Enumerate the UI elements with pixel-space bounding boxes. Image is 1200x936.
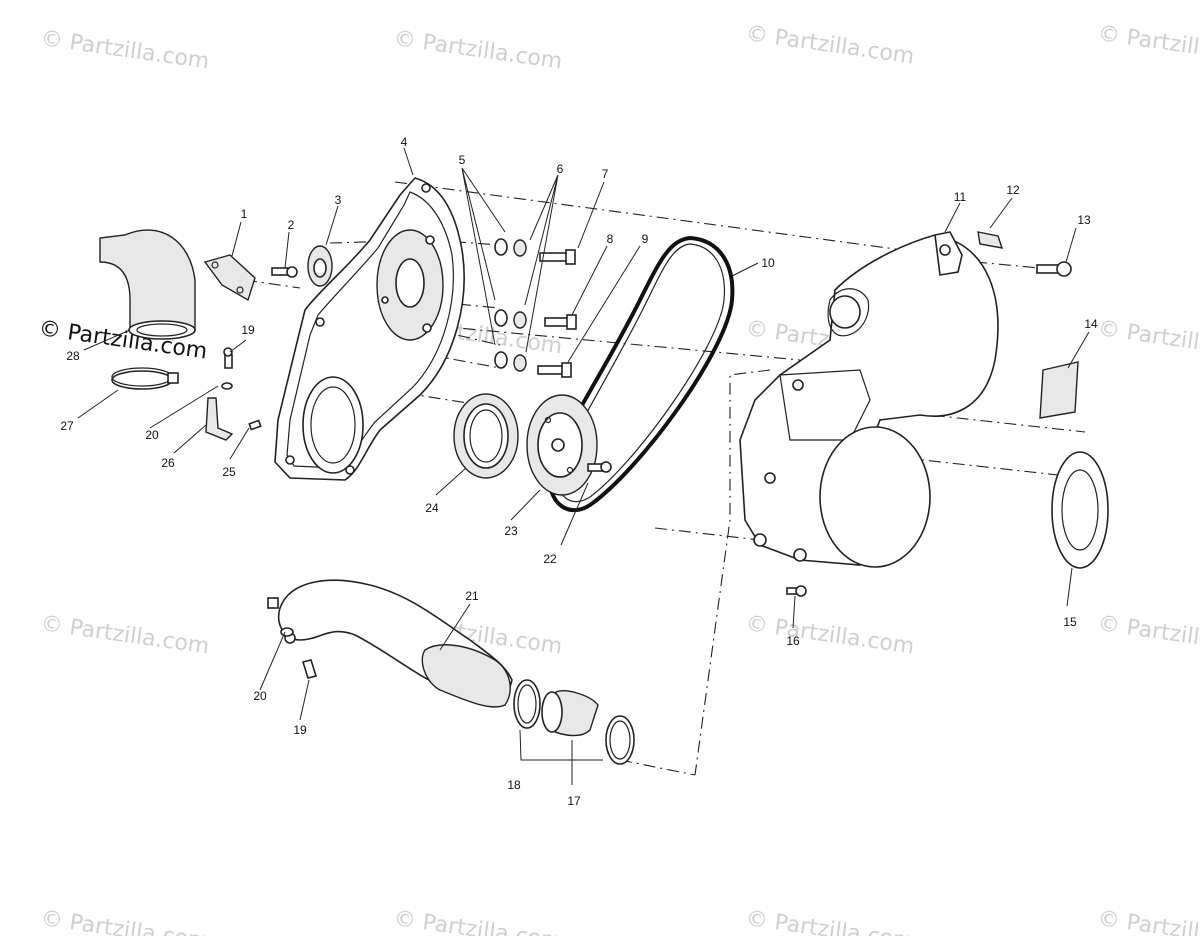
callout-2: 2 — [288, 218, 295, 232]
bolt-part-22[interactable] — [587, 461, 612, 473]
bracket-part-1[interactable] — [203, 254, 256, 302]
callout-20: 20 — [145, 428, 159, 442]
callout-26: 26 — [161, 456, 175, 470]
callout-18: 18 — [507, 778, 521, 792]
callout-16: 16 — [786, 634, 800, 648]
watermark: © Partzilla.com — [392, 906, 564, 936]
callout-21: 21 — [465, 589, 479, 603]
callout-13: 13 — [1077, 213, 1091, 227]
drive-belt-part-10[interactable] — [547, 235, 735, 512]
callout-28: 28 — [66, 349, 80, 363]
callout-19: 19 — [293, 723, 307, 737]
callout-15: 15 — [1063, 615, 1077, 629]
watermark: © Partzilla.com — [39, 906, 211, 936]
hardware-part-19-20-25-26[interactable] — [205, 347, 318, 679]
leader-lines — [77, 147, 1090, 785]
watermark: © Partzilla.com — [392, 26, 564, 74]
callout-20: 20 — [253, 689, 267, 703]
callout-6: 6 — [557, 162, 564, 176]
bolt-part-2[interactable] — [271, 266, 298, 278]
duct-part-21[interactable] — [267, 579, 513, 708]
watermark: © Partzilla.com — [1096, 21, 1200, 69]
callout-8: 8 — [607, 232, 614, 246]
watermark: © Partzilla.com — [744, 611, 916, 659]
gasket-part-15[interactable] — [1051, 451, 1109, 569]
watermark: © Partzilla.com — [744, 906, 916, 936]
callout-12: 12 — [1006, 183, 1020, 197]
watermark: © Partzilla.com — [744, 21, 916, 69]
watermark: © Partzilla.com — [39, 611, 211, 659]
decal-part-12[interactable] — [977, 231, 1004, 249]
bolts-part-7-8-9[interactable] — [537, 249, 577, 378]
screw-part-16[interactable] — [786, 585, 807, 597]
bolt-part-13[interactable] — [1036, 261, 1072, 277]
callout-4: 4 — [401, 135, 408, 149]
spacer-part-3[interactable] — [307, 245, 333, 287]
washers-part-5-6[interactable] — [494, 238, 527, 372]
callout-27: 27 — [60, 419, 74, 433]
callout-7: 7 — [602, 167, 609, 181]
outer-cover-part-11[interactable] — [739, 231, 999, 568]
sprocket-part-23[interactable] — [526, 394, 598, 496]
callout-9: 9 — [642, 232, 649, 246]
callout-25: 25 — [222, 465, 236, 479]
watermark: © Partzilla.com — [1096, 611, 1200, 659]
label-part-14[interactable] — [1039, 361, 1079, 419]
inner-cover-part-4[interactable] — [274, 177, 465, 481]
intake-elbow-part-28[interactable] — [99, 229, 196, 340]
callout-14: 14 — [1084, 317, 1098, 331]
callout-22: 22 — [543, 552, 557, 566]
coupler-part-17-18[interactable] — [513, 679, 635, 765]
watermark: © Partzilla.com — [1096, 906, 1200, 936]
watermark: © Partzilla.com — [1096, 316, 1200, 364]
callout-10: 10 — [761, 256, 775, 270]
seal-part-24[interactable] — [453, 393, 519, 479]
callout-19: 19 — [241, 323, 255, 337]
callout-labels: 1 2 3 4 5 6 7 8 9 10 11 12 13 14 15 16 1… — [60, 135, 1098, 808]
callout-24: 24 — [425, 501, 439, 515]
callout-11: 11 — [954, 190, 967, 204]
callout-23: 23 — [504, 524, 518, 538]
callout-17: 17 — [567, 794, 581, 808]
callout-5: 5 — [459, 153, 466, 167]
callout-1: 1 — [241, 207, 248, 221]
watermark: © Partzilla.com — [39, 26, 211, 74]
clamp-part-27[interactable] — [111, 367, 179, 390]
callout-3: 3 — [335, 193, 342, 207]
